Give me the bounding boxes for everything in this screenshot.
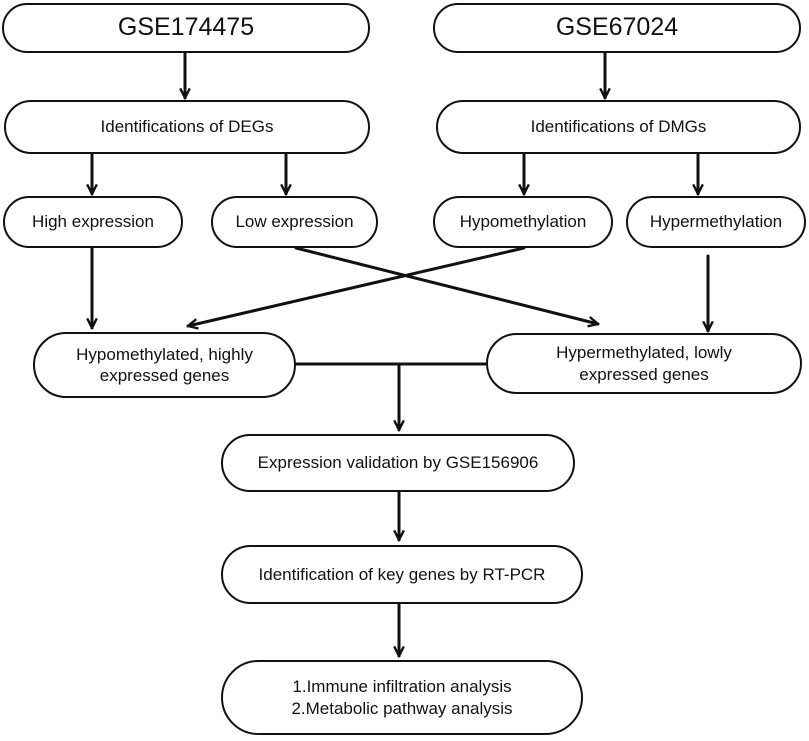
arrow-hypomethylation-to-hypo-high [188, 246, 526, 326]
node-analysis-label: 1.Immune infiltration analysis 2.Metabol… [291, 677, 513, 718]
node-key-genes: Identification of key genes by RT-PCR [221, 545, 583, 604]
node-hypermethylation-label: Hypermethylation [649, 212, 783, 232]
node-gse174475: GSE174475 [2, 3, 370, 53]
node-hyper-low-genes-label: Hypermethylated, lowly expressed genes [556, 343, 732, 384]
node-expression-validation-label: Expression validation by GSE156906 [257, 453, 539, 473]
node-hypomethylation-label: Hypomethylation [459, 212, 587, 232]
node-hyper-low-genes: Hypermethylated, lowly expressed genes [486, 333, 802, 394]
node-degs: Identifications of DEGs [4, 100, 370, 154]
node-low-expression: Low expression [211, 196, 378, 248]
node-expression-validation: Expression validation by GSE156906 [221, 434, 575, 492]
node-key-genes-label: Identification of key genes by RT-PCR [258, 564, 546, 584]
node-gse67024-label: GSE67024 [555, 13, 679, 42]
node-gse174475-label: GSE174475 [117, 13, 255, 42]
node-low-expression-label: Low expression [235, 212, 354, 232]
node-dmgs: Identifications of DMGs [436, 100, 801, 154]
arrow-low-to-hyper-low [294, 246, 598, 324]
node-hypo-high-genes-label: Hypomethylated, highly expressed genes [76, 344, 253, 385]
node-hypo-high-genes: Hypomethylated, highly expressed genes [33, 332, 296, 398]
node-analysis: 1.Immune infiltration analysis 2.Metabol… [221, 660, 583, 735]
node-dmgs-label: Identifications of DMGs [530, 117, 707, 137]
node-degs-label: Identifications of DEGs [100, 117, 274, 137]
node-gse67024: GSE67024 [433, 3, 801, 53]
node-high-expression: High expression [3, 196, 183, 248]
node-hypermethylation: Hypermethylation [626, 196, 806, 248]
node-hypomethylation: Hypomethylation [433, 196, 613, 248]
node-high-expression-label: High expression [32, 212, 154, 232]
